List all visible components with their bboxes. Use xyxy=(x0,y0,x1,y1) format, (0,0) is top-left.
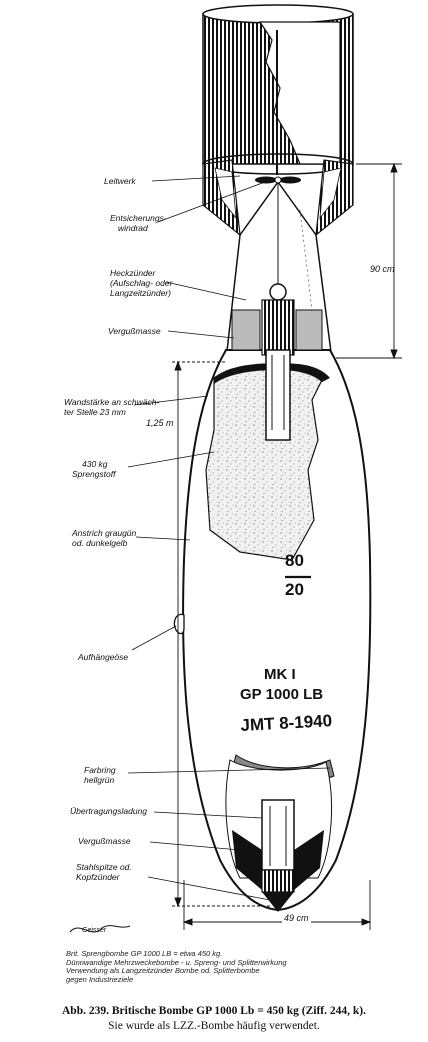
leader-lines xyxy=(127,175,331,901)
arming-propeller-icon xyxy=(255,176,301,184)
stencil-gp: GP 1000 LB xyxy=(240,686,324,703)
dimension-90cm xyxy=(336,162,402,360)
label-leitwerk: Leitwerk xyxy=(104,176,136,186)
caption-line-2: Sie wurde als LZZ.-Bombe häufig verwende… xyxy=(108,1020,320,1032)
label-farbring: Farbring hellgrün xyxy=(84,765,116,785)
label-sprengstoff: 430 kg Sprengstoff xyxy=(72,459,116,479)
label-vergussmasse-bottom: Vergußmasse xyxy=(78,836,131,846)
label-anstrich: Anstrich graugün od. dunkelgelb xyxy=(72,528,137,548)
label-aufhaengeoese: Aufhängeöse xyxy=(78,652,129,662)
caption-line-1: Abb. 239. Britische Bombe GP 1000 Lb = 4… xyxy=(62,1005,366,1017)
dimension-label-125m: 1,25 m xyxy=(146,418,174,428)
label-stahlspitze: Stahlspitze od. Kopfzünder xyxy=(76,862,132,882)
dimension-label-90cm: 90 cm xyxy=(370,264,395,274)
tail-fin-drum xyxy=(202,4,354,175)
signature-mark xyxy=(69,925,131,933)
stencil-fraction-bottom: 20 xyxy=(285,580,304,599)
notes-line: Dünnwandige Mehrzweckebombe - u. Spreng-… xyxy=(66,957,287,967)
notes-block: Brit. Sprengbombe GP 1000 LB = etwa 450 … xyxy=(66,949,287,984)
bomb-body xyxy=(173,283,372,912)
dimension-49cm xyxy=(182,880,372,930)
notes-line: Verwendung als Langzeitzünder Bombe od. … xyxy=(66,966,260,976)
notes-line: gegen Industrieziele xyxy=(66,974,134,984)
label-vergussmasse-top: Vergußmasse xyxy=(108,326,161,336)
label-wandstaerke: Wandstärke an schwäch- ter Stelle 23 mm xyxy=(64,397,160,417)
dimension-label-49cm: 49 cm xyxy=(282,913,311,923)
stencil-fraction-top: 80 xyxy=(285,551,304,570)
signature: Geisser xyxy=(82,927,107,934)
label-uebertragungsladung: Übertragungsladung xyxy=(70,806,148,816)
stencil-mk: MK I xyxy=(264,666,296,683)
label-heckzuender: Heckzünder (Aufschlag- oder Langzeitzünd… xyxy=(110,268,173,298)
dimension-125m xyxy=(172,360,270,908)
label-windrad: Entsicherungs- windrad xyxy=(110,213,167,233)
notes-line: Brit. Sprengbombe GP 1000 LB = etwa 450 … xyxy=(66,949,223,958)
